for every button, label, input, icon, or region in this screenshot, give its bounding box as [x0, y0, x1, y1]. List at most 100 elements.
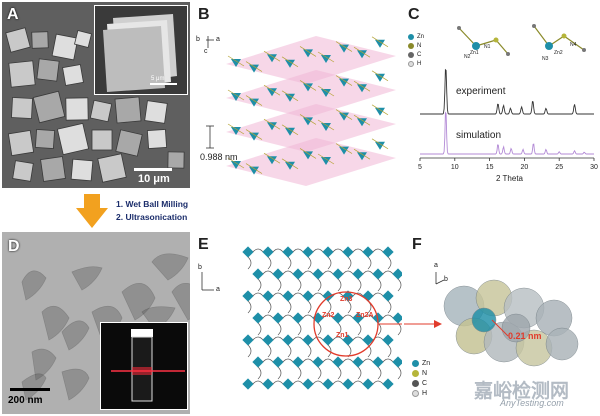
linker — [272, 380, 284, 385]
linker-bond — [299, 114, 317, 125]
linker-bond — [245, 129, 263, 140]
linker — [277, 366, 282, 380]
x-tick-label: 10 — [451, 164, 459, 171]
zn-tetrahedron — [249, 166, 259, 175]
panel-f-spacefill: F a b 0.21 nm Zn N C H 嘉峪检测网 AnyTesting.… — [404, 236, 600, 414]
linker — [282, 314, 294, 319]
linker-bond — [335, 41, 353, 52]
linker — [372, 292, 384, 297]
panel-a-scale-label: 10 μm — [138, 173, 170, 185]
nanosheet — [121, 283, 156, 321]
legend-f-n: N — [412, 368, 430, 378]
linker — [297, 366, 302, 380]
linker-bond — [263, 50, 281, 62]
zn-node — [252, 268, 264, 280]
linker — [307, 256, 312, 270]
panel-letter-c: C — [408, 6, 420, 23]
linker — [382, 270, 394, 275]
linker-bond — [335, 143, 353, 154]
layer-plane — [226, 36, 396, 84]
axis-b-label: b — [196, 36, 200, 43]
zn-tetrahedron — [249, 64, 259, 73]
zn-node — [322, 334, 334, 346]
zn-tetrahedron — [231, 59, 241, 67]
zn-tetrahedron — [357, 152, 367, 161]
linker — [302, 270, 314, 275]
zn-tetrahedron — [303, 151, 313, 160]
linker-bond — [281, 90, 299, 102]
linker — [292, 380, 304, 385]
linker — [312, 380, 324, 385]
panel-a-inset: 5 μm — [94, 5, 188, 95]
linker — [382, 314, 394, 319]
legend-f-c: C — [412, 378, 430, 388]
linker — [327, 256, 332, 270]
zn-tetrahedron — [357, 118, 367, 127]
nanosheet — [151, 253, 189, 281]
zn-node — [312, 356, 324, 368]
legend-h: H — [408, 59, 424, 68]
linker — [357, 278, 362, 292]
inset-plate-illustration — [103, 14, 177, 92]
linker — [332, 248, 344, 253]
linker-bond — [245, 163, 263, 174]
process-step-1: 1. Wet Ball Milling — [116, 199, 189, 209]
sem-cube — [97, 153, 127, 183]
linker-bond — [245, 95, 263, 106]
zn-node — [372, 356, 384, 368]
axis-a-label: a — [216, 36, 220, 43]
sem-cube — [65, 97, 89, 121]
zn-node — [352, 356, 364, 368]
linker-bond — [227, 157, 245, 169]
panel-b-layered-structure: B b a c 0.988 nm — [196, 6, 402, 188]
zn-node — [362, 334, 374, 346]
linker — [317, 278, 322, 292]
atom-sphere — [501, 313, 531, 343]
sem-cube — [146, 128, 168, 150]
atom-label-n4: N4 — [570, 42, 577, 48]
process-arrow-icon — [76, 194, 108, 228]
zn-node — [272, 312, 284, 324]
atom-sphere — [545, 327, 579, 361]
linker — [352, 336, 364, 341]
zn-node — [382, 334, 394, 346]
molecule-cluster — [457, 24, 586, 56]
linker — [347, 300, 352, 314]
zn-tetrahedron — [321, 123, 331, 131]
linker-bond — [263, 152, 281, 164]
nanosheet — [71, 266, 103, 291]
linker — [252, 292, 264, 297]
zn-node — [252, 356, 264, 368]
linker-bond — [227, 89, 245, 101]
zn-tetrahedron — [249, 98, 259, 107]
sem-cube — [11, 97, 33, 119]
zn-node — [242, 246, 254, 258]
linker — [257, 366, 262, 380]
linker — [267, 256, 272, 270]
linker-bond — [299, 80, 317, 91]
linker — [327, 300, 332, 314]
nanosheet — [171, 283, 190, 321]
linker — [262, 358, 274, 363]
panel-d-scale-label: 200 nm — [8, 395, 43, 406]
zn-node — [342, 246, 354, 258]
atom-label-zn1: Zn1 — [470, 50, 479, 56]
zn-node — [262, 290, 274, 302]
axis-a-label-f: a — [434, 262, 438, 269]
linker-bond — [353, 46, 371, 58]
linker-bond — [263, 118, 281, 130]
process-step-2: 2. Ultrasonication — [116, 212, 188, 222]
legend-f-zn: Zn — [412, 358, 430, 368]
nanosheet — [41, 305, 70, 341]
zn-tetrahedron — [267, 122, 277, 131]
x-tick-label: 15 — [486, 164, 494, 171]
zn-node — [392, 268, 402, 280]
linker — [337, 322, 342, 336]
zn-node — [332, 356, 344, 368]
spacefill-model — [404, 272, 579, 367]
linker — [387, 300, 392, 314]
axis-c-label: c — [204, 48, 208, 55]
linker — [307, 344, 312, 358]
linker — [342, 314, 354, 319]
